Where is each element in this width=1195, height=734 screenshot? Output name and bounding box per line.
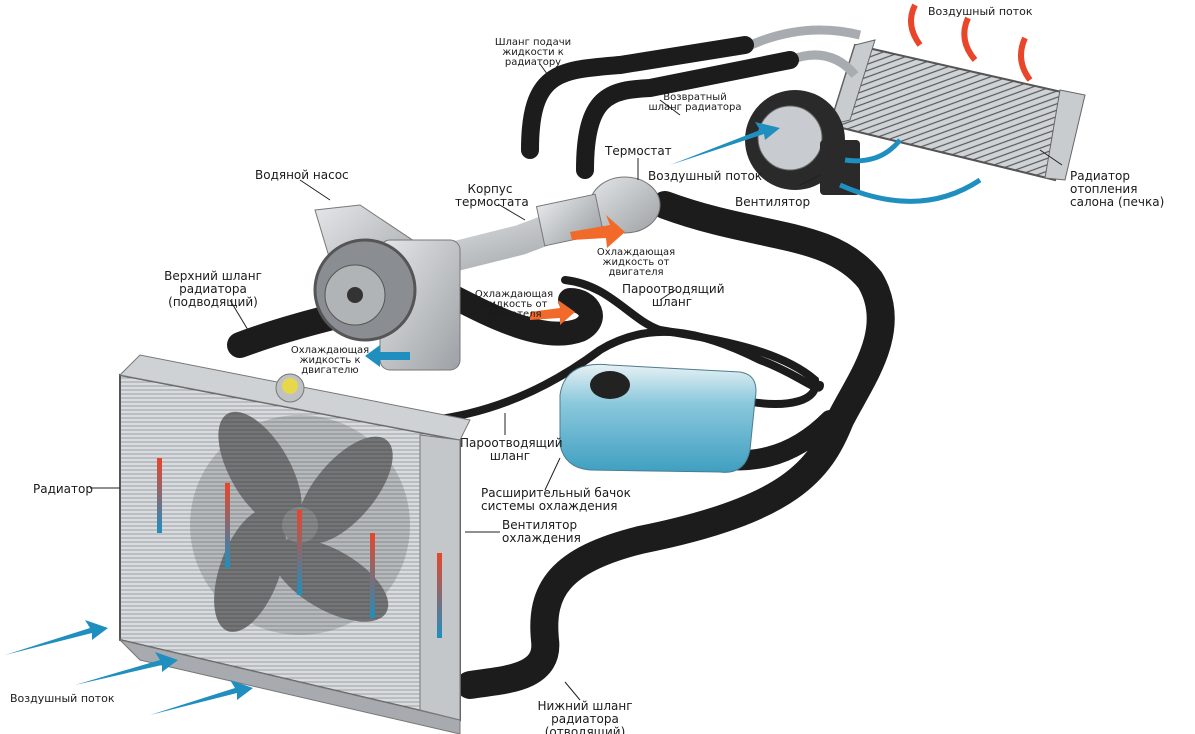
air-flow-arrow bbox=[838, 177, 982, 204]
hot-air-arrow bbox=[908, 3, 923, 47]
label-lower-hose: Нижний шланг радиатора (отводящий) bbox=[537, 699, 633, 734]
label-coolant-from-engine-2: Охлаждающая жидкость от двигателя bbox=[474, 289, 554, 320]
label-upper-hose: Верхний шланг радиатора (подводящий) bbox=[164, 269, 262, 309]
label-water-pump: Водяной насос bbox=[255, 168, 349, 182]
coolant-to-engine-arrow bbox=[365, 345, 410, 367]
label-coolant-from-engine-1: Охлаждающая жидкость от двигателя bbox=[596, 247, 676, 278]
label-cooling-fan: Вентилятор охлаждения bbox=[502, 518, 581, 545]
blower-fan bbox=[745, 90, 860, 195]
heater-core bbox=[828, 39, 1086, 182]
hot-air-arrow bbox=[961, 16, 978, 62]
label-air-flow-fan: Воздушный поток bbox=[648, 169, 763, 183]
hot-air-arrows bbox=[908, 3, 1033, 82]
heater-pipe bbox=[788, 50, 859, 79]
label-radiator: Радиатор bbox=[33, 482, 93, 496]
heater-pipe bbox=[737, 25, 862, 55]
label-air-flow-bottom: Воздушный поток bbox=[10, 692, 115, 705]
expansion-tank bbox=[559, 363, 757, 473]
lower-radiator-hose bbox=[456, 191, 895, 699]
air-flow-arrow bbox=[5, 620, 108, 655]
water-pump bbox=[313, 204, 461, 371]
label-thermostat-housing: Корпус термостата bbox=[455, 182, 529, 209]
vapor-hose-upper bbox=[561, 276, 820, 408]
air-flow-arrows bbox=[5, 122, 982, 715]
return-hose bbox=[576, 51, 799, 179]
air-flow-arrow bbox=[670, 122, 780, 165]
air-flow-arrow bbox=[844, 138, 902, 164]
label-blower-fan: Вентилятор bbox=[735, 195, 811, 209]
label-return-hose: Возвратный шланг радиатора bbox=[648, 92, 742, 113]
bypass-hose bbox=[428, 278, 603, 346]
label-heater-core: Радиатор отопления салона (печка) bbox=[1070, 169, 1165, 209]
label-vapor-hose-2: Пароотводящий шланг bbox=[460, 436, 563, 463]
label-vapor-hose-1: Пароотводящий шланг bbox=[622, 282, 725, 309]
coolant-from-engine-arrow bbox=[530, 300, 575, 325]
coolant-flow-arrows bbox=[157, 458, 442, 638]
coolant-from-engine-arrow bbox=[570, 215, 625, 248]
label-supply-hose: Шланг подачи жидкости к радиатору bbox=[494, 37, 572, 68]
air-flow-arrow bbox=[75, 652, 178, 685]
label-air-flow-top: Воздушный поток bbox=[928, 5, 1033, 18]
leader-lines bbox=[90, 63, 1063, 701]
label-expansion-tank: Расширительный бачок системы охлаждения bbox=[481, 486, 631, 513]
air-flow-arrow bbox=[150, 680, 253, 715]
label-coolant-to-engine: Охлаждающая жидкость к двигателю bbox=[290, 345, 370, 376]
label-thermostat: Термостат bbox=[605, 144, 672, 158]
supply-hose bbox=[521, 36, 754, 159]
hot-air-arrow bbox=[1018, 36, 1033, 82]
